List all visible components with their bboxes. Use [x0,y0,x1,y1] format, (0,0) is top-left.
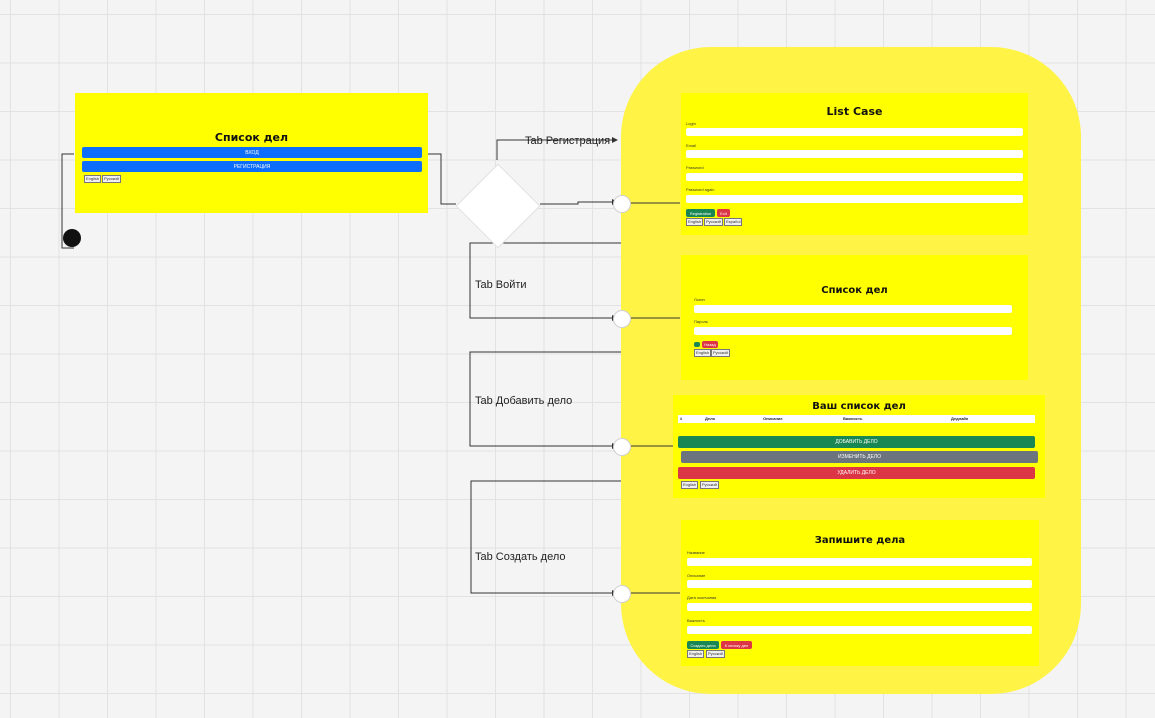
lang-russian-button[interactable]: Русский [706,650,725,658]
register-screen-title: List Case [826,105,883,118]
tab-login-label: Tab Войти [475,279,527,291]
lang-russian-button[interactable]: Русский [700,481,719,489]
end-date-label: Дата окончания [687,595,717,600]
password-again-field[interactable] [686,195,1023,203]
decision-to-register-connector [540,201,612,205]
start-to-decision-connector [428,153,456,205]
task-description-label: Описание [687,573,706,578]
submit-button[interactable] [694,342,700,347]
registration-button[interactable]: Registration [686,209,715,217]
login-field-label: Логин [694,297,705,302]
password-field[interactable] [694,327,1012,335]
end-date-field[interactable] [687,603,1032,611]
lang-english-button[interactable]: English [84,175,102,183]
create-task-title: Запишите дела [814,535,906,546]
tab-login-connector [469,242,621,319]
register-connection-node [613,195,631,213]
email-field-label: Email [686,143,697,148]
login-button[interactable]: ВХОД [82,147,422,158]
task-description-field[interactable] [687,580,1032,588]
tab-registration-connector [496,139,612,160]
create-connection-node [613,585,631,603]
edit-task-button[interactable]: ИЗМЕНИТЬ ДЕЛО [681,451,1038,463]
back-to-list-button[interactable]: К списку дел [721,641,752,649]
login-screen-title: Список дел [821,285,888,296]
register-button[interactable]: РЕГИСТРАЦИЯ [82,161,422,172]
create-task-screen-frame[interactable]: Запишите дела Название Описание Дата око… [681,520,1039,666]
list-connection-node [613,438,631,456]
lang-russian-button[interactable]: Русский [102,175,121,183]
importance-label: Важность [687,618,705,623]
tab-create-task-label: Tab Создать дело [475,551,566,563]
password-field-label: Password [686,165,704,170]
task-name-field[interactable] [687,558,1032,566]
lang-english-button[interactable]: English [686,218,704,226]
login-connection-node [613,310,631,328]
importance-field[interactable] [687,626,1032,634]
lang-russian-button[interactable]: Русский [704,218,723,226]
create-task-button[interactable]: Создать дело [687,641,719,649]
column-importance: Важность [843,416,863,421]
login-field[interactable] [686,128,1023,136]
column-task: Дело [705,416,716,421]
login-field-label: Login [686,121,696,126]
task-name-label: Название [687,550,705,555]
exit-button[interactable]: Exit [717,209,730,217]
password-again-field-label: Password again [686,187,715,192]
tab-add-task-label: Tab Добавить дело [475,395,573,407]
column-description: Описание [763,416,783,421]
password-field[interactable] [686,173,1023,181]
login-field[interactable] [694,305,1012,313]
lang-russian-button[interactable]: Русский [711,349,730,357]
delete-task-button[interactable]: УДАЛИТЬ ДЕЛО [678,467,1035,479]
tab-registration-label: Tab Регистрация [525,135,611,147]
add-task-button[interactable]: ДОБАВИТЬ ДЕЛО [678,436,1035,448]
task-table-header: # Дело Описание Важность Дедлайн [678,415,1035,423]
lang-english-button[interactable]: English [694,349,712,357]
column-deadline: Дедлайн [951,416,969,421]
task-list-title: Ваш список дел [812,401,906,412]
login-screen-frame[interactable]: Список дел Логин Пароль Назад English Ру… [681,255,1028,380]
start-loop-connector [61,153,74,249]
start-screen-title: Список дел [214,131,289,144]
password-field-label: Пароль [694,319,708,324]
lang-spanish-button[interactable]: Español [724,218,743,226]
start-screen-frame[interactable]: Список дел ВХОД РЕГИСТРАЦИЯ English Русс… [75,93,428,213]
lang-english-button[interactable]: English [681,481,699,489]
column-number: # [680,416,683,421]
start-node [63,229,81,247]
email-field[interactable] [686,150,1023,158]
tab-create-task-connector [470,480,621,594]
lang-english-button[interactable]: English [687,650,705,658]
task-list-screen-frame[interactable]: Ваш список дел # Дело Описание Важность … [673,395,1045,498]
register-screen-frame[interactable]: List Case Login Email Password Password … [681,93,1028,235]
tab-add-task-connector [469,351,621,447]
back-button[interactable]: Назад [702,341,718,348]
